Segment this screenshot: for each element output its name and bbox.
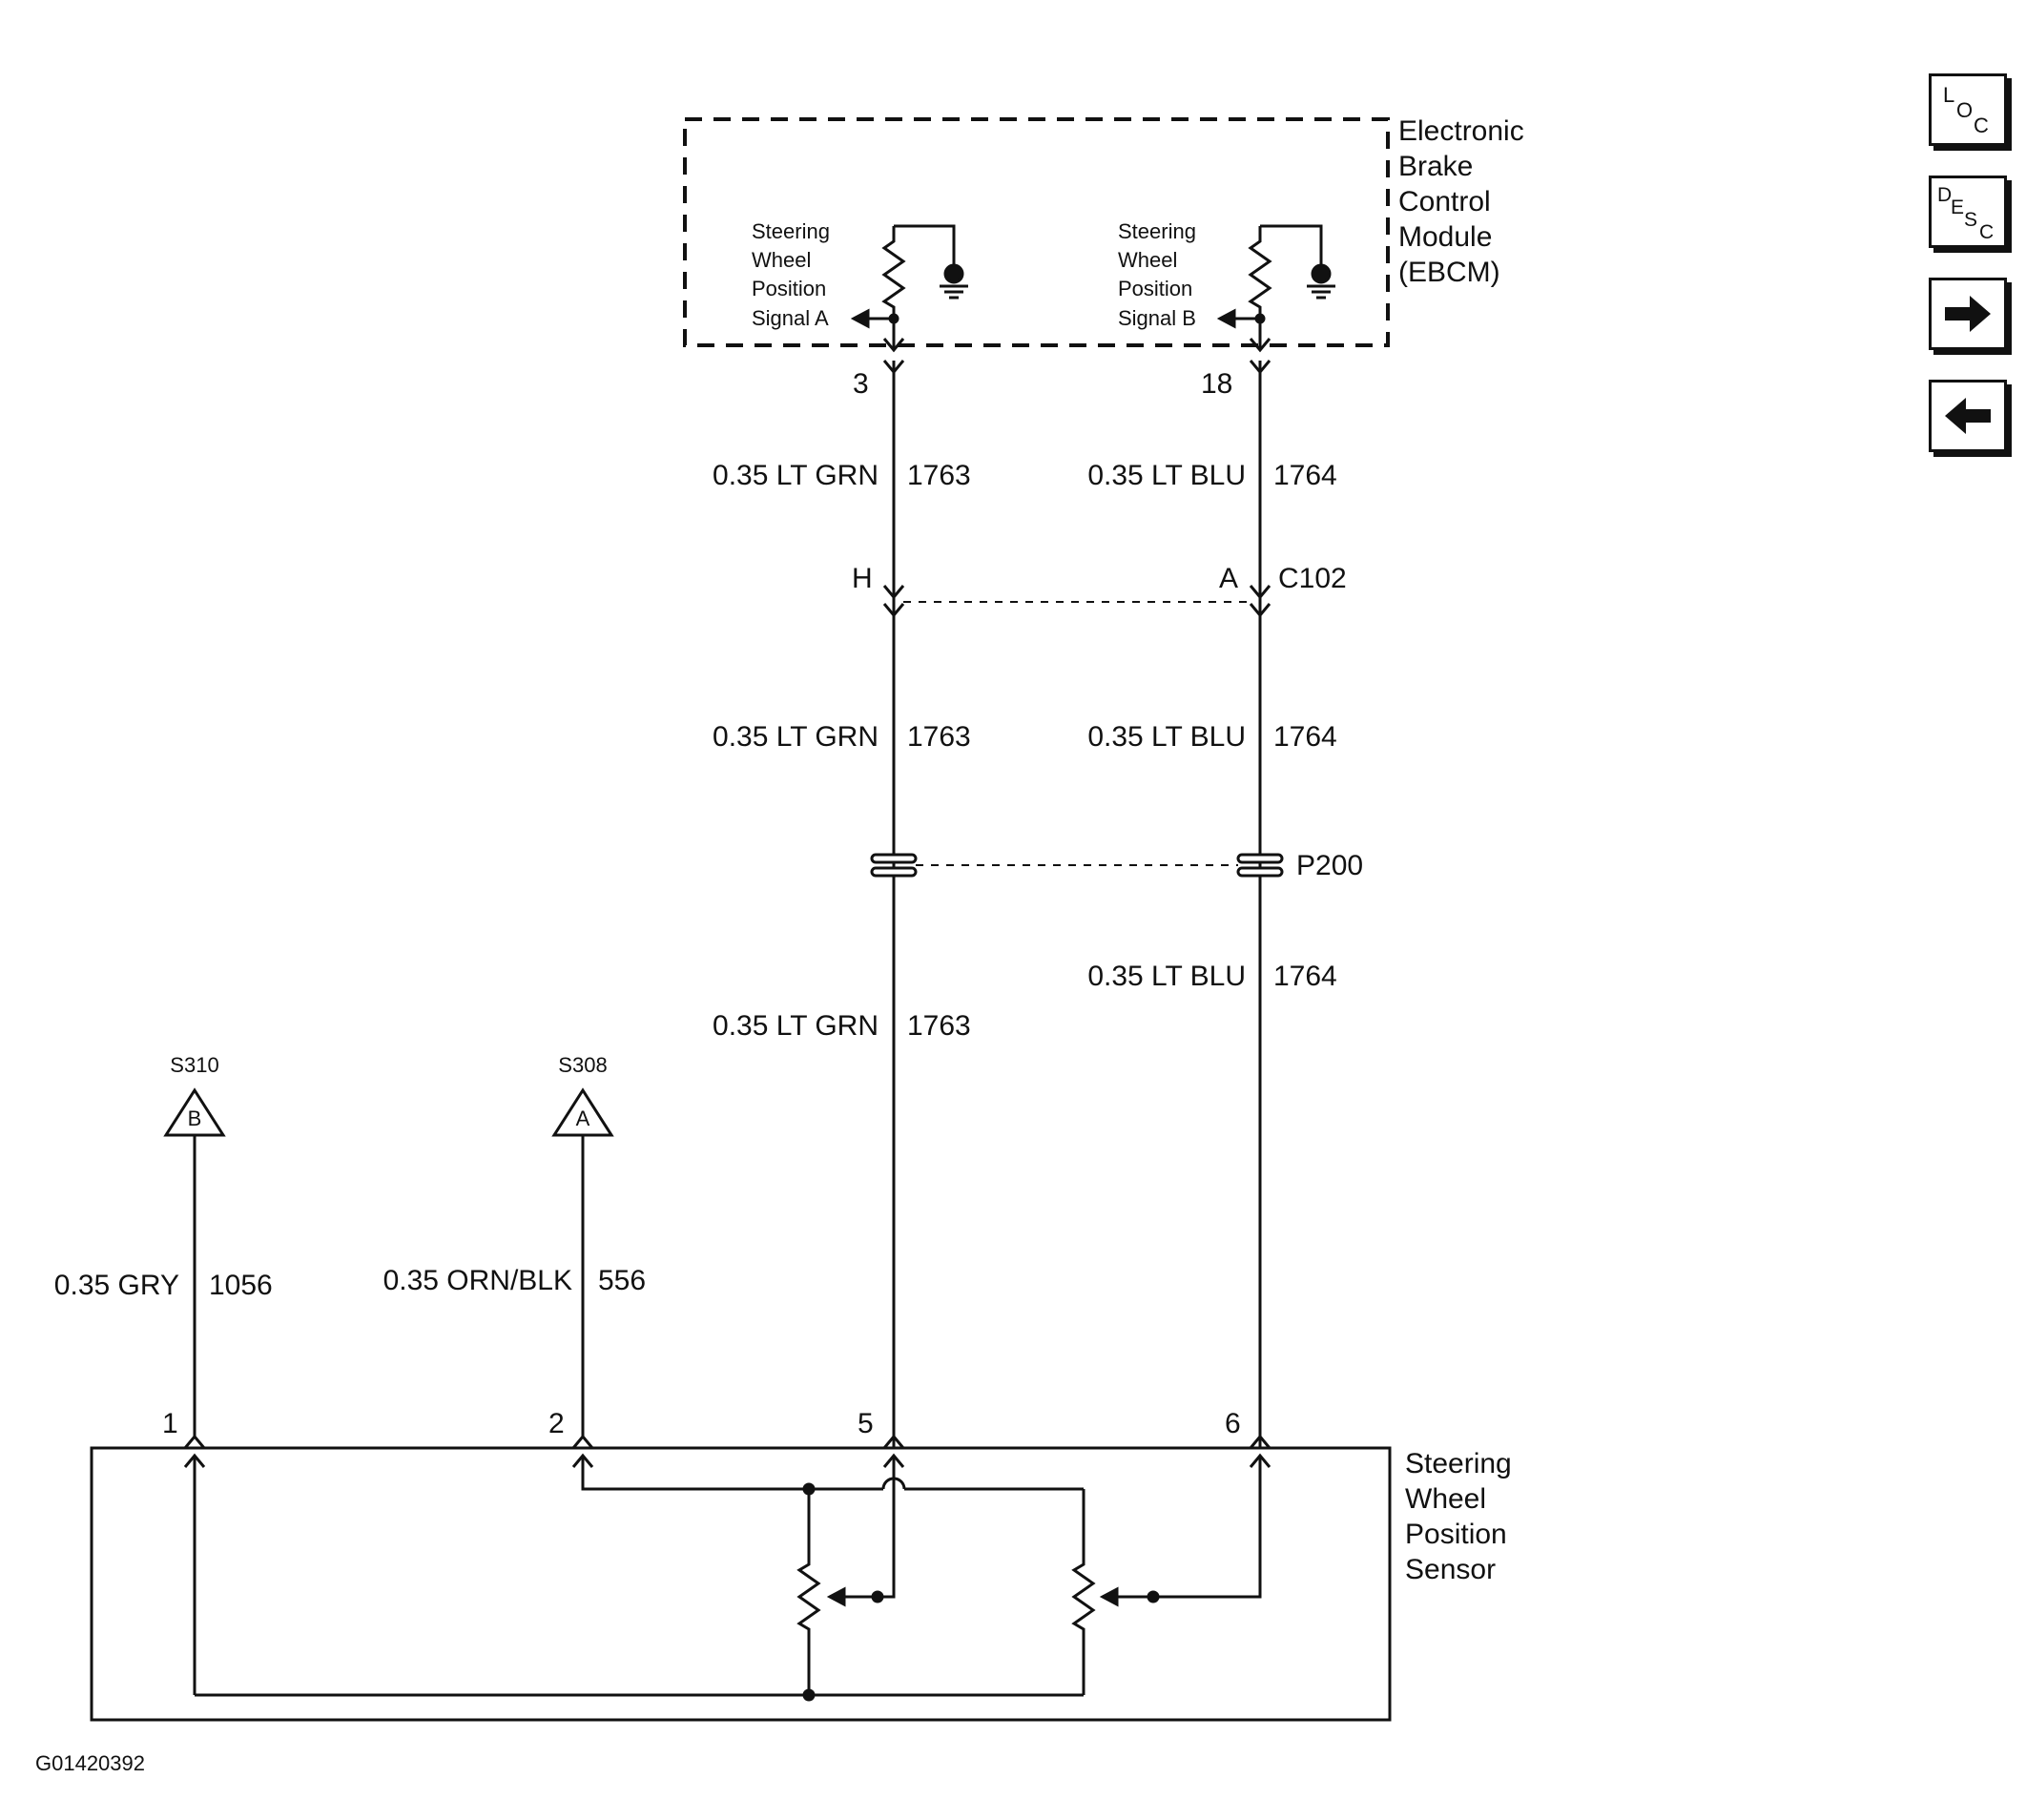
wire-num-1764-3: 1764 — [1273, 961, 1337, 992]
ebcm-name: Electronic Brake Control Module (EBCM) — [1398, 115, 1532, 288]
p200-passthrough — [870, 853, 1284, 878]
figure-id: G01420392 — [35, 1751, 145, 1775]
wire-label-blu-1: 0.35 LT BLU — [1087, 460, 1246, 491]
wire-num-1763-3: 1763 — [907, 1010, 971, 1042]
ebcm-signal-a-circuit — [850, 224, 968, 348]
wire-num-1056: 1056 — [209, 1270, 273, 1301]
c102-label: C102 — [1278, 563, 1347, 594]
wire-label-gry: 0.35 GRY — [54, 1270, 179, 1301]
wire-label-grn-1: 0.35 LT GRN — [713, 460, 879, 491]
s308-letter: A — [576, 1106, 590, 1130]
sensor-box — [90, 1446, 1392, 1722]
sensor-pin-2: 2 — [548, 1408, 565, 1439]
sensor-pin-1: 1 — [162, 1408, 178, 1439]
wire-label-grn-2: 0.35 LT GRN — [713, 721, 879, 753]
wire-num-1763-1: 1763 — [907, 460, 971, 491]
svg-text:E: E — [1951, 196, 1964, 218]
splice-s308 — [551, 1087, 614, 1437]
sensor-internal-circuit — [183, 1453, 1271, 1702]
arrow-right-icon — [1945, 296, 1991, 332]
wire-label-grn-3: 0.35 LT GRN — [713, 1010, 879, 1042]
s310-letter: B — [188, 1106, 202, 1130]
ebcm-signal-b-circuit — [1216, 224, 1335, 348]
ebcm-box — [683, 117, 1390, 347]
forward-button[interactable] — [1929, 278, 2007, 350]
loc-button[interactable]: L O C — [1929, 73, 2007, 146]
svg-text:C: C — [1974, 114, 1989, 137]
wire-label-blu-2: 0.35 LT BLU — [1087, 721, 1246, 753]
ebcm-pin-3: 3 — [853, 368, 869, 400]
wire-label-blu-3: 0.35 LT BLU — [1087, 961, 1246, 992]
s310-label: S310 — [170, 1053, 218, 1077]
c102-pin-h: H — [852, 563, 873, 594]
wire-num-1764-2: 1764 — [1273, 721, 1337, 753]
wire-num-1764-1: 1764 — [1273, 460, 1337, 491]
sensor-pin-5: 5 — [858, 1408, 874, 1439]
c102-connector — [882, 563, 1271, 618]
s308-label: S308 — [558, 1053, 607, 1077]
back-button[interactable] — [1929, 380, 2007, 452]
desc-icon: D E S C — [1937, 184, 1994, 243]
svg-text:O: O — [1956, 98, 1973, 122]
signal-b-label: Steering Wheel Position Signal B — [1118, 219, 1202, 330]
sensor-pin-6: 6 — [1225, 1408, 1241, 1439]
signal-a-label: Steering Wheel Position Signal A — [752, 219, 836, 330]
loc-icon: L O C — [1943, 83, 1989, 137]
svg-text:C: C — [1979, 221, 1994, 243]
desc-button[interactable]: D E S C — [1929, 176, 2007, 248]
svg-text:S: S — [1964, 209, 1977, 231]
splice-s310 — [163, 1087, 226, 1437]
arrow-left-icon — [1945, 398, 1991, 434]
c102-pin-a: A — [1219, 563, 1238, 594]
wire-num-556: 556 — [598, 1265, 646, 1296]
wire-label-orn: 0.35 ORN/BLK — [383, 1265, 572, 1296]
sensor-name: Steering Wheel Position Sensor — [1405, 1448, 1520, 1585]
wire-num-1763-2: 1763 — [907, 721, 971, 753]
p200-label: P200 — [1296, 850, 1363, 881]
svg-text:L: L — [1943, 83, 1954, 107]
svg-text:D: D — [1937, 184, 1952, 206]
ebcm-pin-18: 18 — [1201, 368, 1232, 400]
